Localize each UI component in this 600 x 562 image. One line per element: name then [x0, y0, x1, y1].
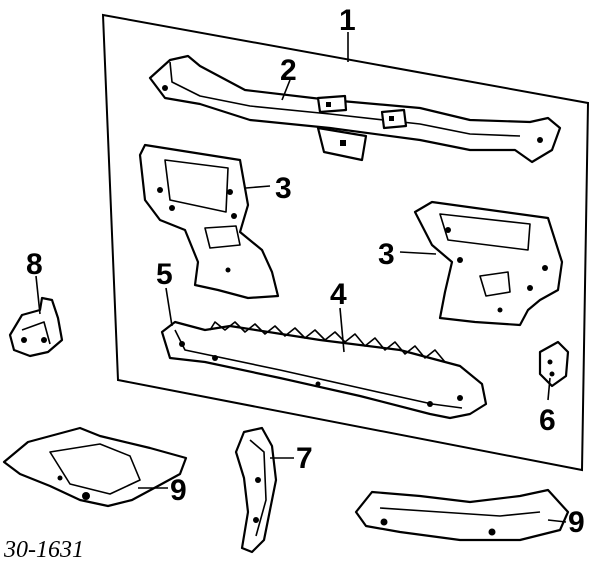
- part-3-left-headlamp-panel: [138, 143, 280, 300]
- assembly-panel-outline: [101, 13, 590, 472]
- callout-4: 4: [330, 278, 347, 311]
- callout-5: 5: [156, 258, 173, 291]
- part-3-right-headlamp-panel: [413, 200, 564, 327]
- part-4-lower-crossmember: [160, 320, 488, 420]
- part-9-left-splash-shield: [2, 426, 188, 508]
- part-7-vertical-brace: [234, 426, 278, 554]
- part-9-right-splash-shield: [354, 488, 570, 542]
- part-8-latch-bracket: [8, 296, 64, 358]
- callout-7: 7: [296, 442, 313, 475]
- callout-3-left: 3: [275, 172, 292, 205]
- part-2-upper-tie-bar: [148, 54, 562, 164]
- drawing-code: 30-1631: [3, 537, 84, 562]
- callout-1: 1: [339, 4, 356, 37]
- callout-3-right: 3: [378, 238, 395, 271]
- callout-6: 6: [539, 404, 556, 437]
- part-6-bracket: [538, 340, 570, 388]
- callout-leaders: [35, 32, 567, 523]
- callout-8: 8: [26, 248, 43, 281]
- callout-9-left: 9: [170, 474, 187, 507]
- callout-9-right: 9: [568, 506, 585, 539]
- callout-2: 2: [280, 54, 297, 87]
